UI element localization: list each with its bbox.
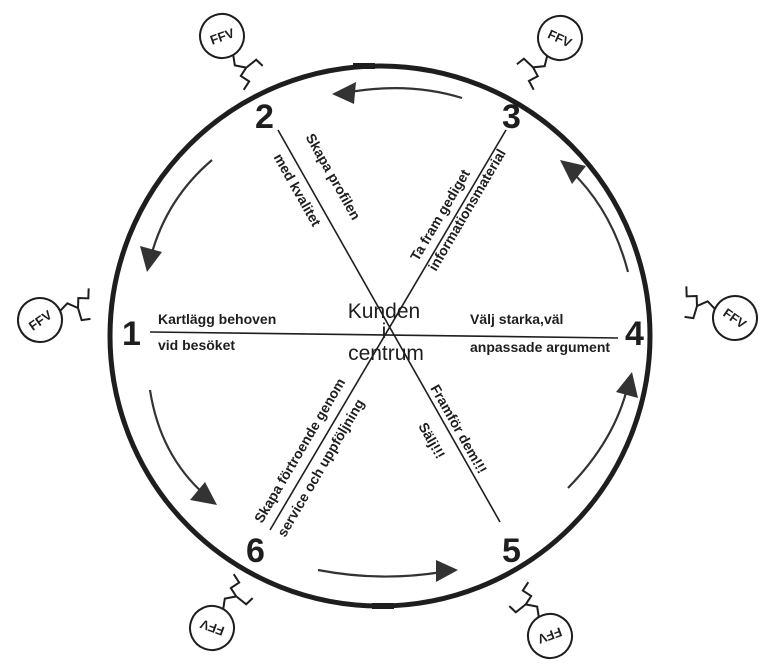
mascot-right: FFV [671, 267, 765, 354]
mascot-bottom-right: FFV [504, 574, 578, 666]
step-number-2: 2 [255, 98, 274, 136]
arrowhead-4-to-3 [560, 160, 586, 184]
arrow-heads [140, 82, 638, 582]
step-number-4: 4 [625, 315, 644, 353]
mascot-top-right: FFV [510, 6, 589, 100]
arrowhead-5-to-4 [616, 372, 638, 398]
center-label-line2: i [382, 320, 387, 343]
step-number-5: 5 [502, 532, 521, 570]
step-number-6: 6 [246, 532, 265, 570]
mascot-top-left: FFV [194, 6, 268, 98]
step-number-3: 3 [502, 98, 521, 136]
arrow-3-to-2 [350, 88, 462, 98]
step-5-label-line2: Sälj!!! [415, 420, 448, 462]
step-4-label-line1: Välj starka,väl [470, 311, 563, 327]
arrow-2-to-1 [150, 160, 212, 260]
ring-mark-top [353, 63, 375, 69]
mascot-left: FFV [9, 269, 103, 356]
spoke-line-2-5 [278, 130, 500, 522]
step-1-label-line2: vid besöket [158, 337, 235, 353]
step-5-label-line1: Framför dem!!! [427, 382, 490, 477]
arrowhead-2-to-1 [140, 246, 162, 272]
arrowhead-6-to-5 [436, 560, 458, 582]
arrowhead-3-to-2 [332, 82, 356, 104]
step-4-label-line2: anpassade argument [470, 339, 610, 355]
outer-ring [110, 66, 650, 606]
center-label-line3: centrum [348, 342, 424, 365]
mascot-bottom-left: FFV [184, 566, 258, 658]
arrow-5-to-4 [568, 385, 628, 488]
ring-mark-bottom [372, 603, 394, 609]
arrow-1-to-6 [150, 390, 205, 495]
arrow-6-to-5 [318, 570, 442, 577]
arrow-4-to-3 [570, 170, 628, 272]
step-1-label-line1: Kartlägg behoven [158, 311, 276, 327]
step-number-1: 1 [122, 315, 141, 353]
